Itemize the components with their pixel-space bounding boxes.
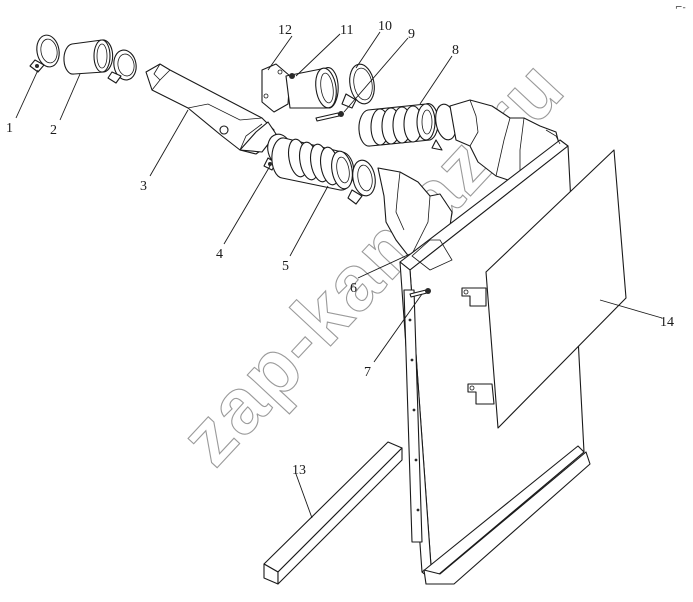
callout-12: 12 <box>278 23 292 38</box>
callout-8: 8 <box>452 43 459 58</box>
clamp-part-10 <box>341 63 375 109</box>
corrugated-hose-part-8 <box>358 103 439 147</box>
bolt-part-9 <box>315 111 344 122</box>
callout-13: 13 <box>292 463 306 478</box>
callout-3: 3 <box>140 179 147 194</box>
hose-sleeve-part-2 <box>63 39 114 75</box>
callout-10: 10 <box>378 19 392 34</box>
corner-mark: ⌐- <box>675 3 686 13</box>
elbow-flange-part-12 <box>261 63 339 113</box>
corrugated-hose-part-5 <box>271 137 355 191</box>
callout-9: 9 <box>408 27 415 42</box>
callout-14: 14 <box>660 315 674 330</box>
panel-part-14 <box>461 149 627 429</box>
callout-5: 5 <box>282 259 289 274</box>
clamp-part-1 <box>29 34 60 73</box>
callout-2: 2 <box>50 123 57 138</box>
leader-lines <box>15 31 663 519</box>
pipe-part-3 <box>145 63 277 155</box>
callout-11: 11 <box>340 23 353 38</box>
callout-4: 4 <box>216 247 223 262</box>
foam-bar-part-13 <box>263 441 403 585</box>
callout-7: 7 <box>364 365 371 380</box>
callout-labels: 1 2 3 4 5 6 7 8 9 10 11 12 13 14 <box>6 19 674 478</box>
clamp-near-part-2 <box>107 49 137 84</box>
callout-6: 6 <box>350 281 357 296</box>
callout-1: 1 <box>6 121 13 136</box>
